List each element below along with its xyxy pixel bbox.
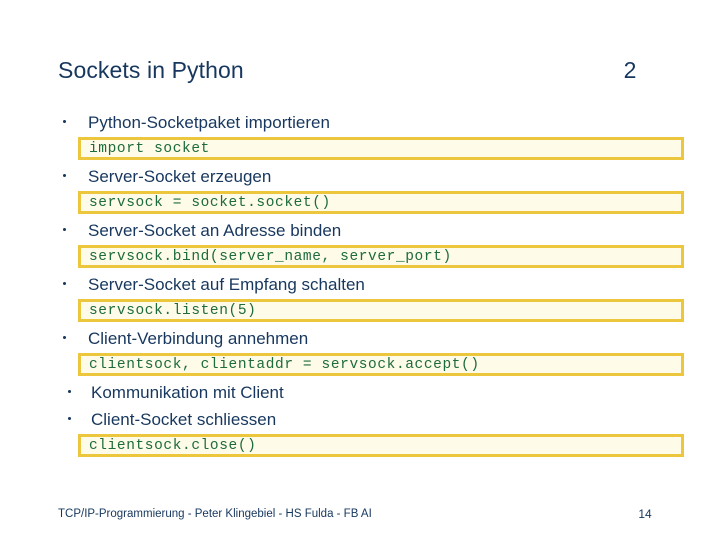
code-snippet-box: import socket bbox=[78, 137, 684, 160]
bullet-item-label: Server-Socket erzeugen bbox=[88, 167, 272, 186]
bullet-list-item: Kommunikation mit Client bbox=[0, 380, 720, 407]
page-title: Sockets in Python bbox=[58, 57, 244, 83]
bullet-list-item: Server-Socket auf Empfang schalten bbox=[0, 272, 720, 299]
code-snippet-text: servsock = socket.socket() bbox=[89, 195, 331, 211]
code-snippet-row: servsock.listen(5) bbox=[0, 299, 720, 326]
bullet-point-icon bbox=[63, 282, 66, 285]
code-snippet-text: import socket bbox=[89, 141, 210, 157]
bullet-point-icon bbox=[68, 390, 71, 393]
slide-content: Python-Socketpaket importieren import soc… bbox=[0, 110, 720, 461]
code-snippet-text: clientsock, clientaddr = servsock.accept… bbox=[89, 357, 480, 373]
code-snippet-box: servsock.bind(server_name, server_port) bbox=[78, 245, 684, 268]
bullet-point-icon bbox=[63, 336, 66, 339]
bullet-item-label: Python-Socketpaket importieren bbox=[88, 113, 330, 132]
code-snippet-row: import socket bbox=[0, 137, 720, 164]
slide-header: Sockets in Python 2 bbox=[0, 55, 720, 91]
code-snippet-box: clientsock.close() bbox=[78, 434, 684, 457]
bullet-list-item: Server-Socket an Adresse binden bbox=[0, 218, 720, 245]
bullet-list-item: Client-Verbindung annehmen bbox=[0, 326, 720, 353]
bullet-list-item: Server-Socket erzeugen bbox=[0, 164, 720, 191]
code-snippet-text: clientsock.close() bbox=[89, 438, 257, 454]
code-snippet-row: clientsock, clientaddr = servsock.accept… bbox=[0, 353, 720, 380]
bullet-item-label: Server-Socket auf Empfang schalten bbox=[88, 275, 365, 294]
bullet-item-label: Server-Socket an Adresse binden bbox=[88, 221, 342, 240]
bullet-point-icon bbox=[68, 417, 71, 420]
code-snippet-box: clientsock, clientaddr = servsock.accept… bbox=[78, 353, 684, 376]
slide-footer: TCP/IP-Programmierung - Peter Klingebiel… bbox=[0, 505, 720, 527]
bullet-point-icon bbox=[63, 174, 66, 177]
code-snippet-box: servsock.listen(5) bbox=[78, 299, 684, 322]
bullet-item-label: Client-Verbindung annehmen bbox=[88, 329, 309, 348]
code-snippet-text: servsock.bind(server_name, server_port) bbox=[89, 249, 452, 265]
bullet-point-icon bbox=[63, 228, 66, 231]
footer-page-number: 14 bbox=[638, 507, 652, 521]
bullet-item-label: Kommunikation mit Client bbox=[91, 383, 284, 402]
bullet-item-label: Client-Socket schliessen bbox=[91, 410, 277, 429]
footer-attribution: TCP/IP-Programmierung - Peter Klingebiel… bbox=[58, 508, 372, 520]
code-snippet-row: clientsock.close() bbox=[0, 434, 720, 461]
code-snippet-row: servsock.bind(server_name, server_port) bbox=[0, 245, 720, 272]
code-snippet-text: servsock.listen(5) bbox=[89, 303, 257, 319]
code-snippet-row: servsock = socket.socket() bbox=[0, 191, 720, 218]
bullet-list-item: Client-Socket schliessen bbox=[0, 407, 720, 434]
bullet-point-icon bbox=[63, 120, 66, 123]
code-snippet-box: servsock = socket.socket() bbox=[78, 191, 684, 214]
bullet-list-item: Python-Socketpaket importieren bbox=[0, 110, 720, 137]
slide-number-top: 2 bbox=[623, 57, 637, 83]
